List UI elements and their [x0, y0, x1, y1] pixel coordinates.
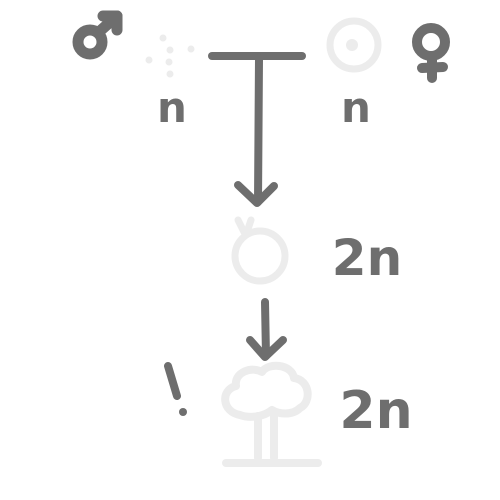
plant-ploidy-label: 2n — [339, 381, 412, 441]
sperm-ploidy-label: n — [157, 83, 187, 132]
exclamation-icon — [164, 362, 187, 416]
fertilization-arrow — [208, 52, 306, 207]
sperm-dots-icon — [145, 34, 195, 78]
tree-icon — [221, 361, 322, 467]
female-symbol-icon — [412, 23, 450, 83]
egg-cell-icon — [326, 17, 382, 73]
egg-ploidy-label: n — [341, 83, 371, 132]
development-arrow — [246, 298, 287, 361]
zygote-ploidy-label: 2n — [332, 229, 402, 287]
male-symbol-icon — [72, 10, 123, 60]
zygote-icon — [231, 216, 289, 285]
